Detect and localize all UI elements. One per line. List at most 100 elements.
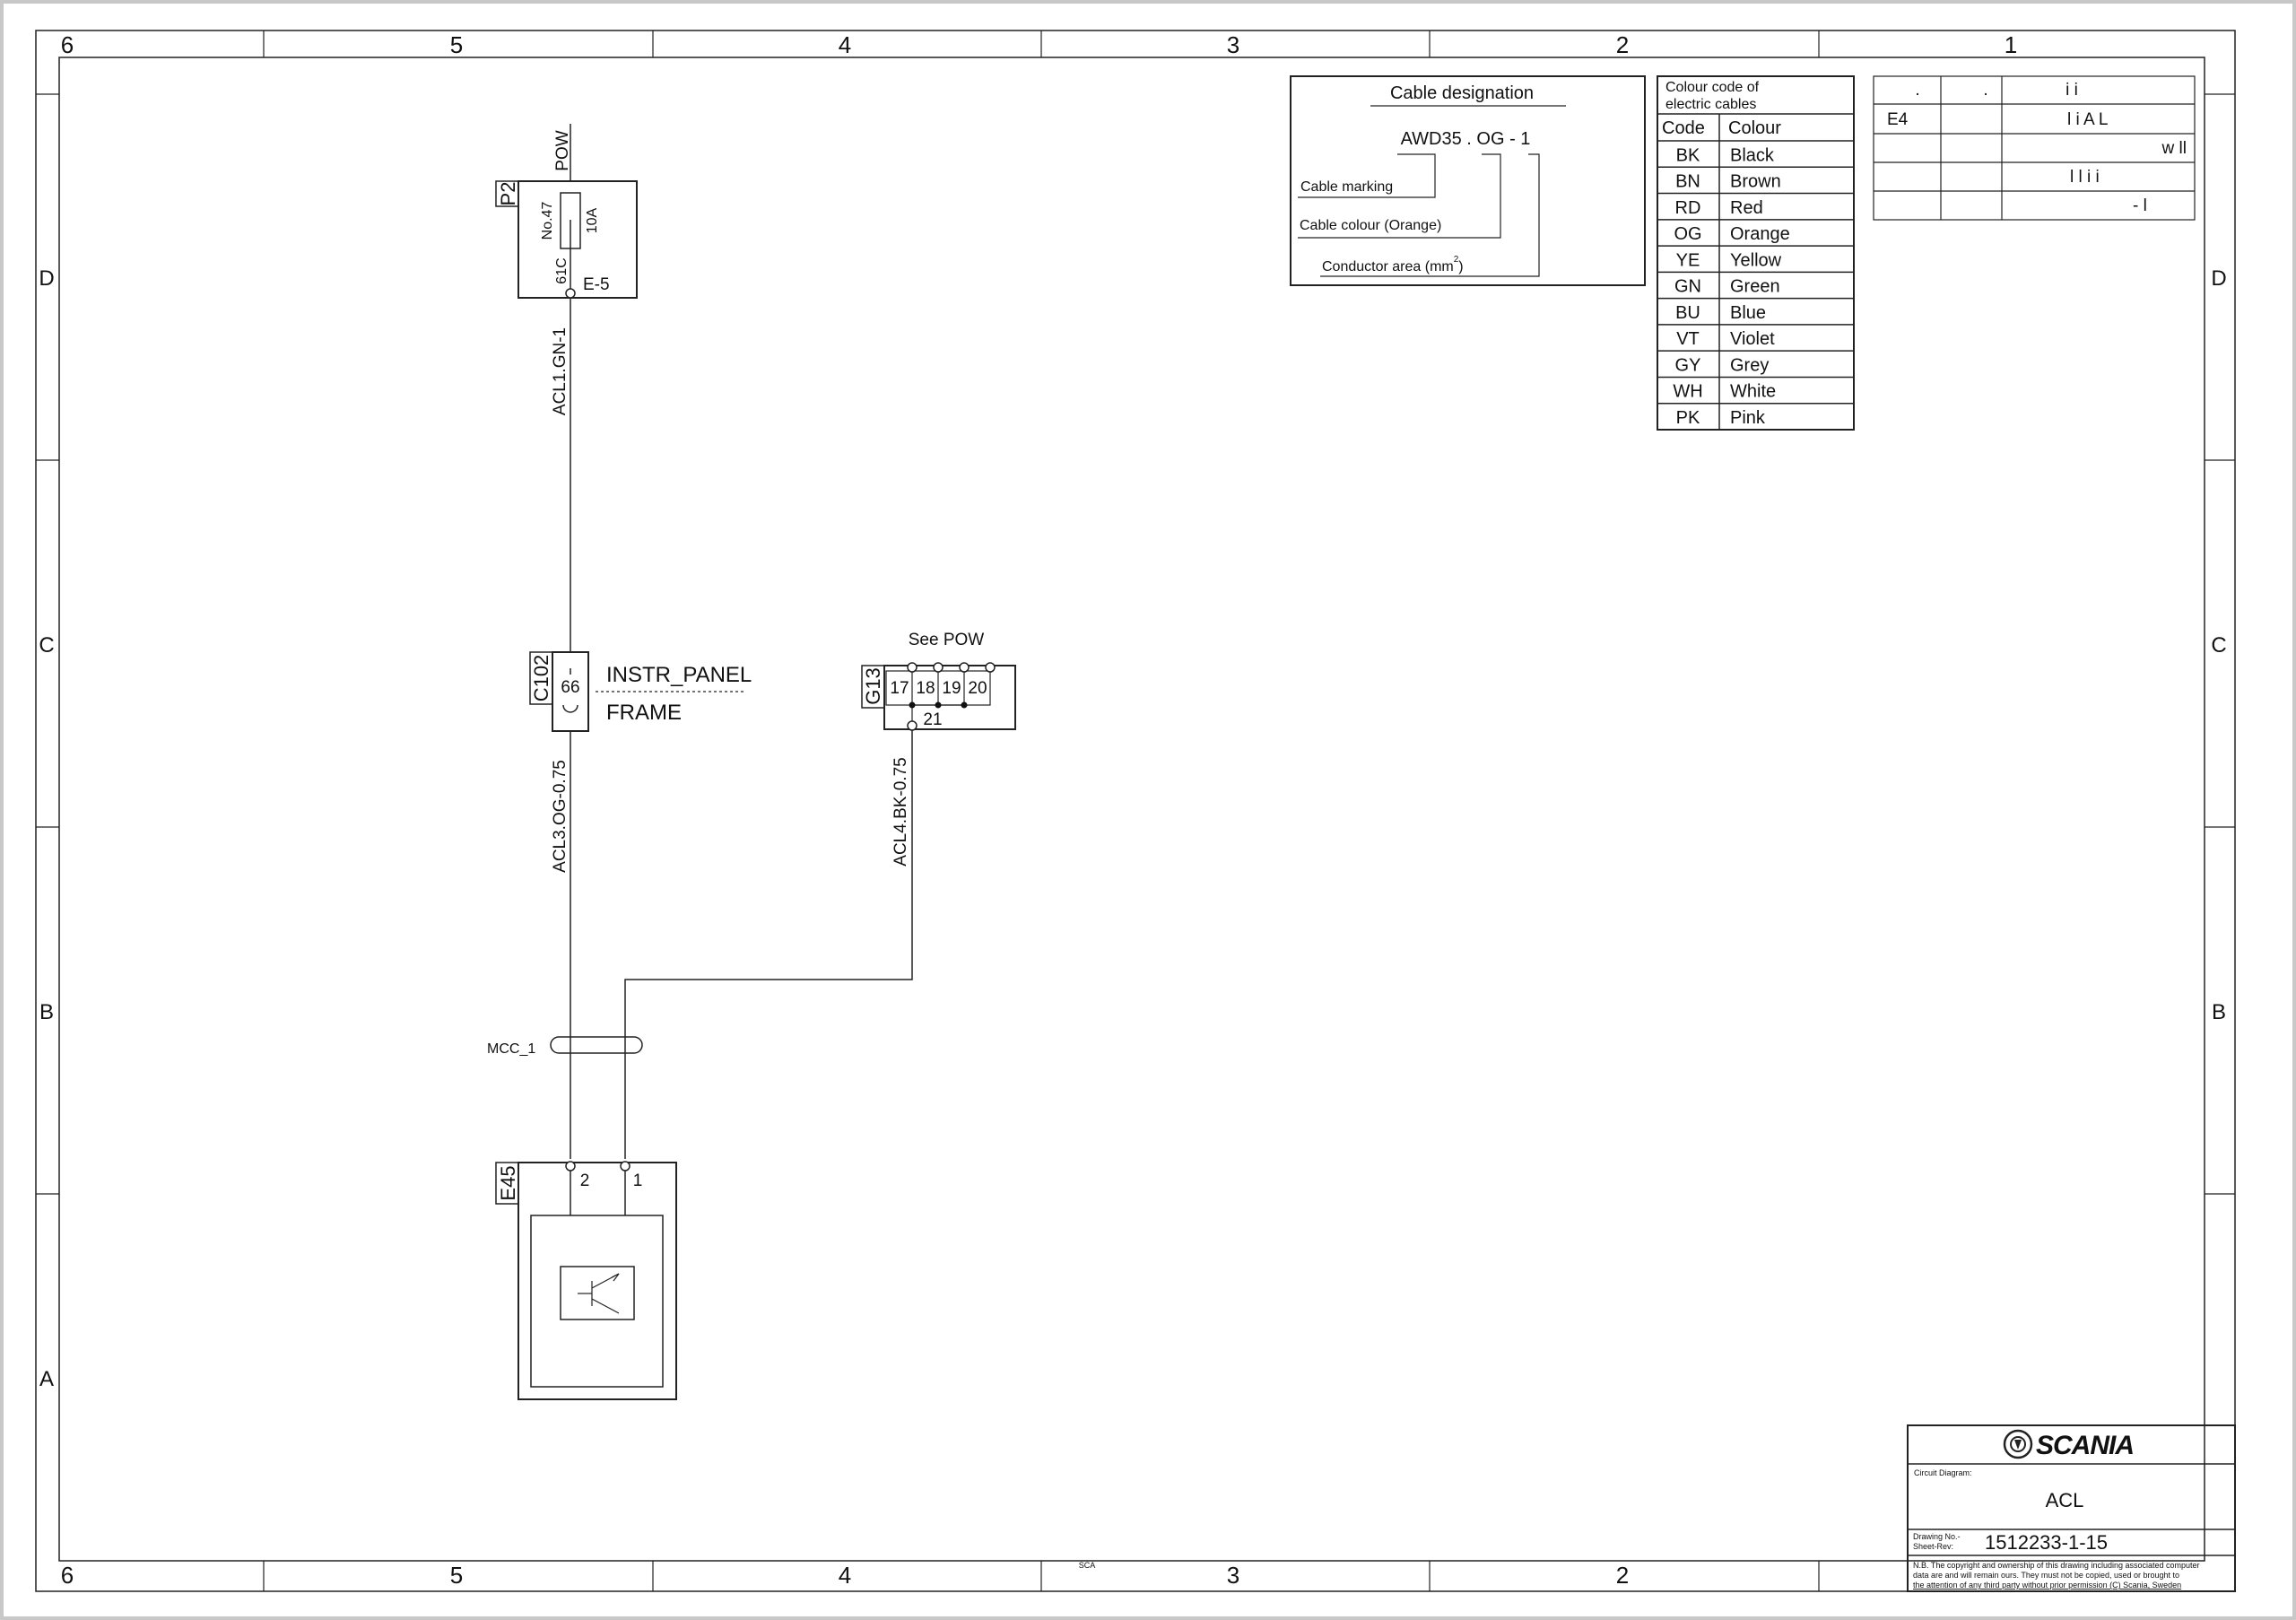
- row-label-right: B: [2212, 1000, 2226, 1024]
- cable-designation-title: Cable designation: [1390, 83, 1534, 103]
- row-dividers: [36, 93, 2235, 1195]
- colour-name-cell: Green: [1730, 277, 1780, 297]
- fuse-p2: P2 POW No.47 10A 61C E-5: [495, 130, 638, 299]
- ground-junction-dot: [961, 701, 968, 709]
- component-e45-label-box: [495, 1162, 519, 1205]
- colour-name-cell: White: [1730, 382, 1776, 402]
- row-label-left: C: [39, 633, 54, 658]
- ground-pin-terminal: [985, 662, 996, 673]
- fuse-pin: 61C: [554, 257, 570, 283]
- ground-pin: 20: [968, 679, 987, 698]
- wires: [570, 124, 913, 1159]
- colour-code-cell: GY: [1675, 355, 1701, 375]
- ground-pin-terminal: [933, 662, 944, 673]
- component-e45-pin: 1: [633, 1171, 643, 1190]
- conductor-area-label: Conductor area (mm2): [1322, 255, 1464, 274]
- component-e45: E45 2 1: [495, 1161, 677, 1400]
- col-label-bottom: 5: [450, 1562, 463, 1589]
- connector-c102-label: C102: [530, 655, 552, 702]
- colour-name-cell: Yellow: [1730, 250, 1782, 270]
- legend-cell: - l: [2133, 196, 2147, 215]
- fuse-terminal: [565, 288, 576, 299]
- col-label-bottom: 3: [1227, 1562, 1239, 1589]
- footer-mark: SCA: [1079, 1561, 1096, 1570]
- connector-c102-name-top: INSTR_PANEL: [606, 663, 752, 687]
- legend-cell: l i A L: [2067, 110, 2108, 129]
- legend-table: . . i i E4 l i A L w ll l l i i - l: [1873, 75, 2196, 221]
- ground-pin: 17: [890, 679, 909, 698]
- ground-pin: 19: [942, 679, 961, 698]
- colour-name-cell: Pink: [1730, 408, 1766, 428]
- connector-c102-label-box: [529, 651, 553, 705]
- transistor-box: [560, 1266, 635, 1320]
- fuse-pow-label: POW: [553, 130, 572, 170]
- fuse-number: No.47: [540, 202, 555, 240]
- colour-name-cell: Violet: [1730, 329, 1775, 349]
- copyright-note: the attention of any third party without…: [1913, 1581, 2181, 1590]
- title-block: SCANIA Circuit Diagram: ACL Drawing No.-…: [1907, 1424, 2236, 1592]
- colour-code-cell: YE: [1676, 250, 1700, 270]
- col-label-top: 3: [1227, 31, 1239, 58]
- colour-code-title: electric cables: [1665, 97, 1756, 112]
- fuse-rating: 10A: [585, 207, 600, 233]
- ground-junction-dot: [909, 701, 916, 709]
- colour-name-cell: Red: [1730, 198, 1763, 218]
- fuse-p2-label-box: [495, 180, 519, 207]
- inner-frame: [58, 57, 2205, 1562]
- colour-code-cell: WH: [1673, 382, 1702, 402]
- colour-code-cell: PK: [1676, 408, 1700, 428]
- cable-designation-box: Cable designation AWD35 . OG - 1 Cable m…: [1290, 75, 1646, 286]
- legend-cell: l l i i: [2070, 168, 2100, 187]
- connector-c102-pin: 66: [561, 678, 579, 697]
- component-e45-terminal: [620, 1161, 631, 1171]
- column-dividers: [263, 30, 1820, 1591]
- colour-code-cell: BK: [1676, 145, 1700, 165]
- col-label-top: 6: [61, 31, 74, 58]
- col-label-bottom: 4: [839, 1562, 851, 1589]
- col-label-bottom: 6: [61, 1562, 74, 1589]
- paper: [4, 4, 2292, 1616]
- ground-pin-terminal: [907, 662, 918, 673]
- cable-bundle-label: MCC_1: [487, 1041, 535, 1057]
- col-label-top: 4: [839, 31, 851, 58]
- copyright-note: N.B. The copyright and ownership of this…: [1913, 1561, 2200, 1570]
- legend-cell: .: [1915, 81, 1919, 100]
- colour-code-table: Colour code of electric cables Code Colo…: [1657, 75, 1855, 431]
- fuse-p2-label: P2: [497, 182, 519, 206]
- transistor-symbol: [578, 1273, 620, 1314]
- copyright-note: data are and will remain ours. They must…: [1913, 1571, 2179, 1580]
- colour-code-cell: BU: [1675, 303, 1700, 323]
- ground-pin-terminal: [959, 662, 970, 673]
- cable-acl1-label: ACL1.GN-1: [551, 327, 570, 415]
- ground-pin-bottom: 21: [923, 710, 942, 729]
- drawing-no-label: Drawing No.-: [1913, 1532, 1961, 1541]
- scania-logo-text: SCANIA: [2036, 1431, 2134, 1460]
- colour-code-cell: RD: [1675, 198, 1701, 218]
- col-label-bottom: 2: [1616, 1562, 1629, 1589]
- legend-cell: i i: [2066, 81, 2078, 100]
- fuse-element: [560, 192, 581, 249]
- ground-g13: See POW G13 17 18 19 20 21: [861, 631, 1016, 731]
- ground-pin: 18: [916, 679, 935, 698]
- colour-code-cell: OG: [1674, 224, 1701, 244]
- legend-cell: w ll: [2161, 139, 2187, 158]
- circuit-diagram-label: Circuit Diagram:: [1914, 1468, 1972, 1477]
- row-label-left: D: [39, 266, 54, 291]
- component-e45-label: E45: [497, 1165, 519, 1200]
- connector-c102: C102 66 INSTR_PANEL FRAME: [529, 651, 752, 732]
- colour-code-header: Colour: [1728, 118, 1781, 138]
- drawing-number: 1512233-1-15: [1985, 1531, 2108, 1554]
- fuse-ref: E-5: [583, 275, 610, 294]
- component-e45-pin: 2: [580, 1171, 590, 1190]
- scania-logo-icon: [2003, 1429, 2033, 1459]
- cable-colour-label: Cable colour (Orange): [1300, 218, 1441, 233]
- outer-frame: [35, 30, 2236, 1592]
- cable-marking-label: Cable marking: [1300, 179, 1393, 195]
- ground-g13-see: See POW: [909, 631, 985, 649]
- ground-g13-label-box: [861, 665, 885, 709]
- row-label-right: D: [2211, 266, 2226, 291]
- connector-socket-symbol: [562, 704, 578, 713]
- cable-bundle-mcc1: MCC_1: [487, 1036, 643, 1057]
- colour-name-cell: Grey: [1730, 355, 1769, 375]
